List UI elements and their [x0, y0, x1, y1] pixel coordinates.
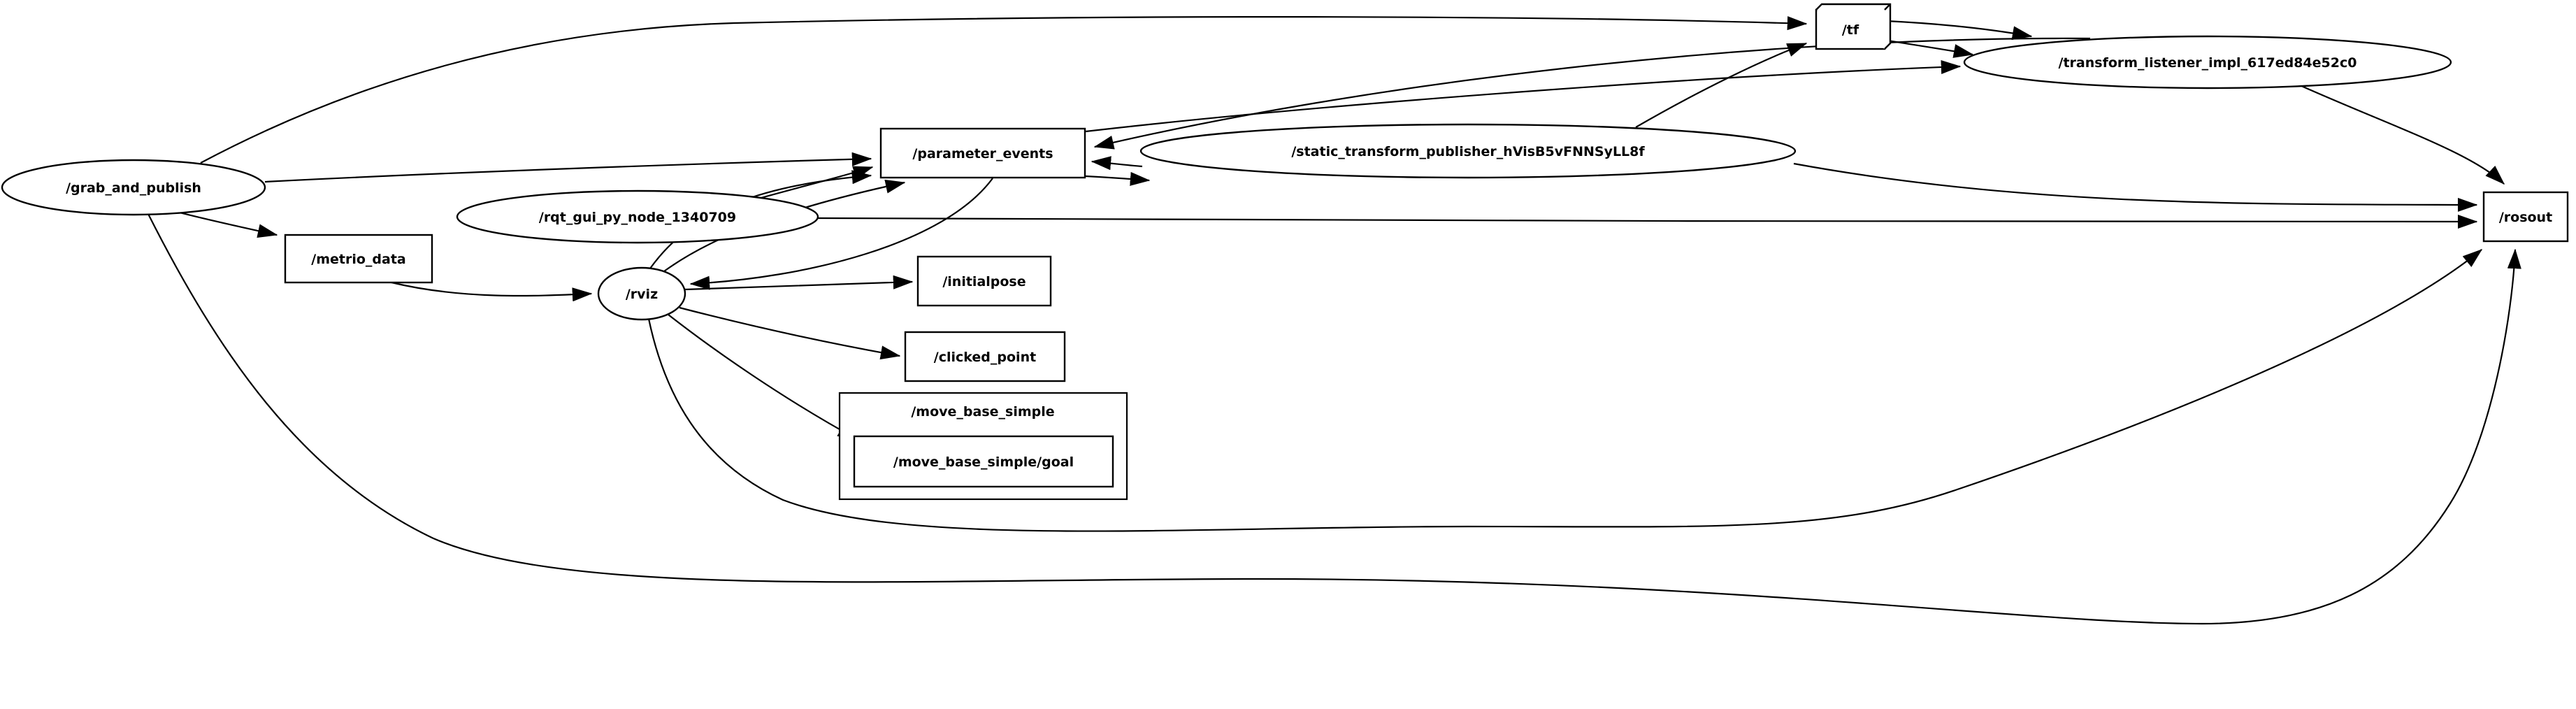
parameter_events-box[interactable]: [879, 127, 1086, 179]
metrio_data-label: /metrio_data: [311, 252, 405, 267]
edge-parameter_events-to-static_transform_publisher: [1085, 171, 1151, 186]
static_transform_publisher-ellipse[interactable]: [1139, 123, 1797, 179]
metrio_data-box[interactable]: [284, 234, 433, 284]
nodes-layer: /grab_and_publish /metrio_data /rqt_gui_…: [1, 3, 2569, 501]
rosout-label: /rosout: [2499, 210, 2552, 225]
edge-transform_listener-to-rosout: [2299, 84, 2505, 185]
node-grab_and_publish[interactable]: /grab_and_publish: [1, 159, 266, 216]
edge-transform_listener-to-parameter_events: [1093, 37, 2091, 150]
cluster-move_base_simple[interactable]: /move_base_simple /move_base_simple/goal: [838, 392, 1128, 501]
edge-rviz-to-rosout: [647, 249, 2483, 532]
tf-box3d-top: [1815, 3, 1892, 50]
edges-layer: [147, 15, 2521, 625]
edge-grab_and_publish-to-rosout: [147, 213, 2521, 625]
parameter_events-label: /parameter_events: [912, 146, 1053, 162]
rqt_gui_py_node-label: /rqt_gui_py_node_1340709: [539, 210, 736, 225]
move_base_simple_goal-label: /move_base_simple/goal: [893, 454, 1074, 470]
transform_listener-ellipse[interactable]: [1963, 35, 2452, 89]
edge-static_transform_publisher-to-parameter_events: [1091, 156, 1143, 171]
clicked_point-box[interactable]: [904, 331, 1066, 382]
grab_and_publish-ellipse[interactable]: [1, 159, 266, 216]
tf-label: /tf: [1842, 22, 1859, 38]
node-tf[interactable]: /tf: [1815, 3, 1892, 50]
node-parameter_events[interactable]: /parameter_events: [879, 127, 1086, 179]
rqt_gui_py_node-ellipse[interactable]: [456, 189, 819, 244]
transform_listener-label: /transform_listener_impl_617ed84e52c0: [2059, 55, 2357, 71]
edge-grab_and_publish-to-tf: [200, 15, 1808, 164]
initialpose-label: /initialpose: [942, 274, 1026, 289]
node-rqt_gui_py_node[interactable]: /rqt_gui_py_node_1340709: [456, 189, 819, 244]
node-static_transform_publisher[interactable]: /static_transform_publisher_hVisB5vFNNSy…: [1139, 123, 1797, 179]
node-clicked_point[interactable]: /clicked_point: [904, 331, 1066, 382]
rviz-label: /rviz: [626, 287, 658, 302]
rosout-box[interactable]: [2482, 191, 2569, 243]
node-rviz[interactable]: /rviz: [597, 266, 686, 321]
edge-tf-to-transform_listener-a: [1885, 20, 2033, 41]
edge-rviz-to-move_base_simple_goal: [668, 314, 858, 440]
grab_and_publish-label: /grab_and_publish: [66, 180, 201, 196]
edge-parameter_events-to-rviz: [689, 178, 993, 290]
edge-metrio_data-to-rviz: [391, 281, 593, 302]
edge-rviz-to-clicked_point: [679, 306, 901, 360]
edge-rqt_gui_py_node-to-rosout: [817, 214, 2478, 229]
edge-rviz-to-initialpose: [684, 275, 914, 291]
static_transform_publisher-label: /static_transform_publisher_hVisB5vFNNSy…: [1291, 144, 1645, 159]
node-initialpose[interactable]: /initialpose: [916, 255, 1052, 307]
node-rosout[interactable]: /rosout: [2482, 191, 2569, 243]
node-metrio_data[interactable]: /metrio_data: [284, 234, 433, 284]
edge-grab_and_publish-to-parameter_events: [264, 152, 872, 183]
edge-static_transform_publisher-to-rosout: [1793, 162, 2478, 212]
edge-static_transform_publisher-to-tf: [1635, 42, 1808, 128]
edge-parameter_events-to-transform_listener: [1085, 59, 1962, 133]
rviz-ellipse[interactable]: [597, 266, 686, 321]
initialpose-box[interactable]: [916, 255, 1052, 307]
clicked_point-label: /clicked_point: [934, 350, 1036, 365]
node-transform_listener[interactable]: /transform_listener_impl_617ed84e52c0: [1963, 35, 2452, 89]
move_base_simple_goal-box[interactable]: [853, 435, 1114, 488]
edge-grab_and_publish-to-metrio_data: [176, 210, 278, 238]
move_base_simple-cluster-label: /move_base_simple: [911, 404, 1054, 420]
